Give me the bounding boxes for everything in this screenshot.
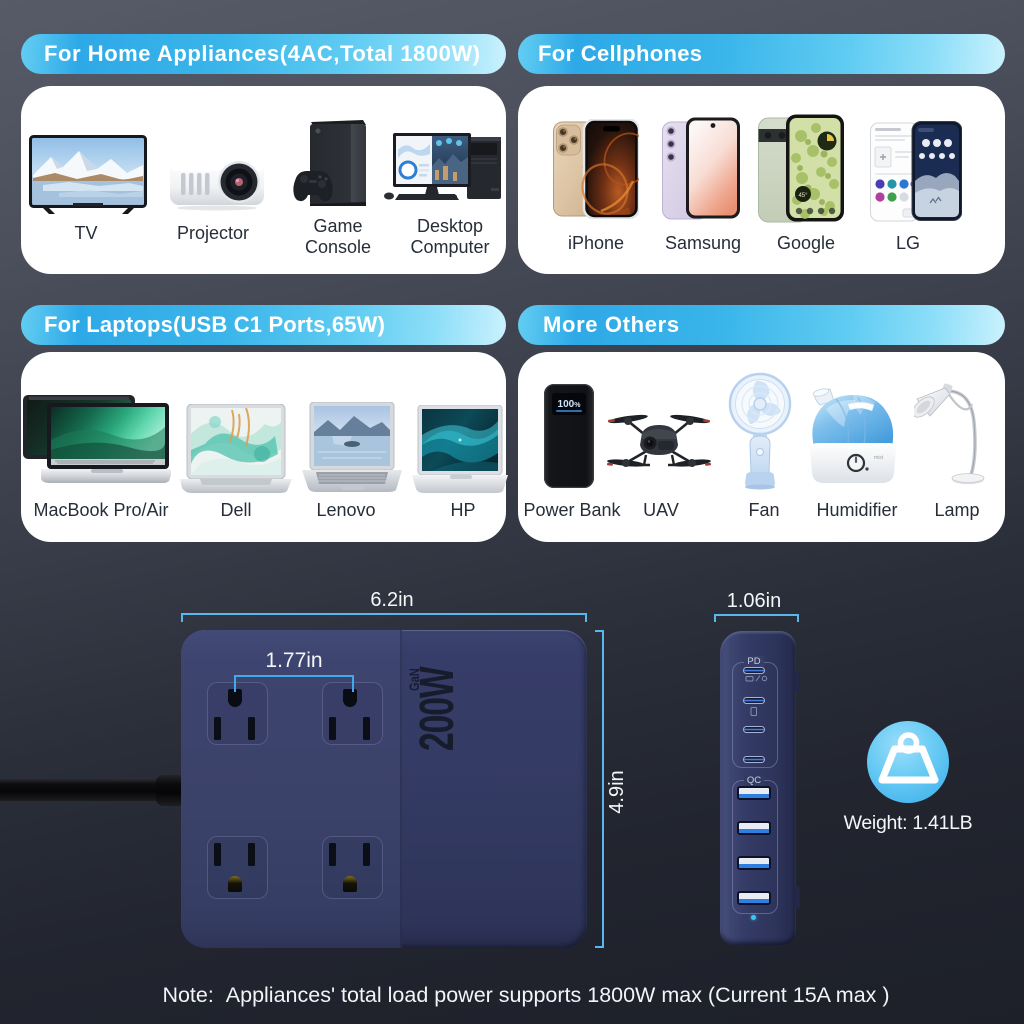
svg-text:100%: 100%	[558, 399, 582, 410]
svg-text:mist: mist	[874, 455, 884, 461]
svg-text:45°: 45°	[798, 193, 808, 199]
